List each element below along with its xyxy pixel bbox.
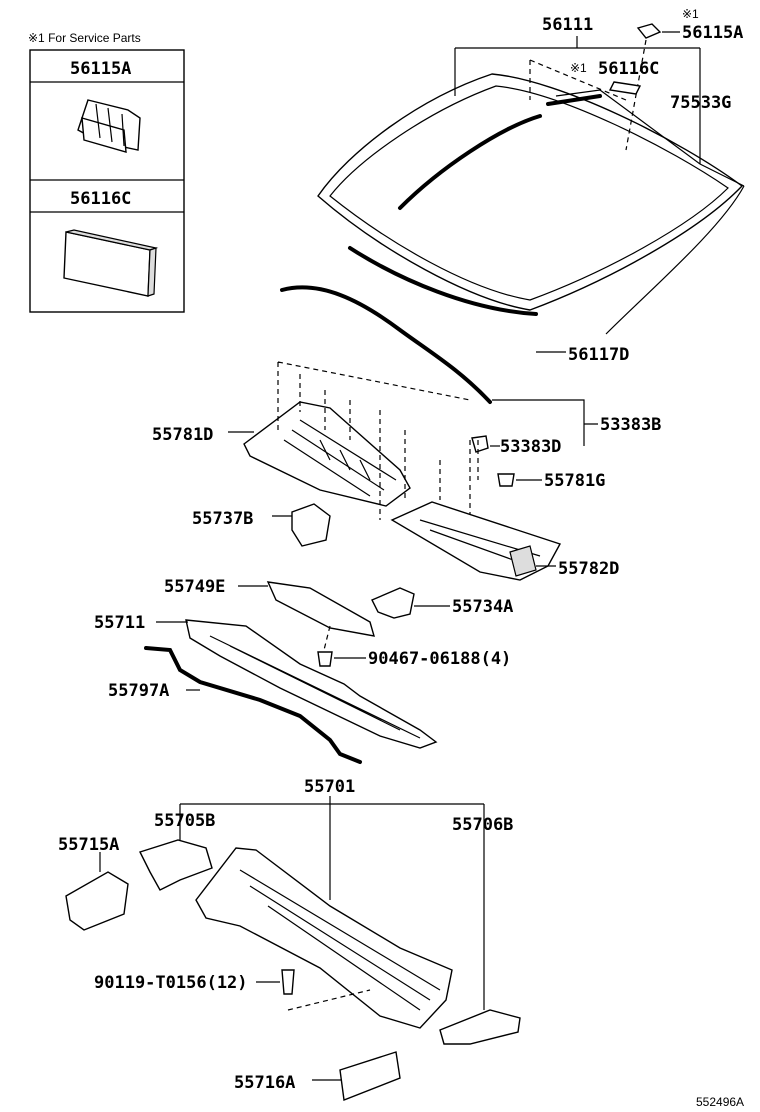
- label-55781g: 55781G: [544, 471, 605, 491]
- service-parts-box: ※1 For Service Parts 56115A 56116C: [28, 31, 185, 313]
- panel-55715a: [65, 871, 129, 931]
- seal-55797a: [144, 646, 362, 764]
- mark-56116c: ※1: [570, 61, 587, 75]
- clip-53383d: [471, 435, 489, 453]
- clip-56115a-illustration: [77, 99, 141, 153]
- label-75533g: 75533G: [670, 93, 731, 113]
- service-note: ※1 For Service Parts: [28, 31, 141, 45]
- bracket-55734a: [371, 587, 415, 619]
- label-56115a: 56115A: [682, 23, 743, 43]
- bracket-55705b: [139, 839, 213, 891]
- pad-56116c-illustration: [63, 229, 159, 297]
- figure-id: 552496A: [696, 1095, 744, 1109]
- panel-55716a: [339, 1051, 401, 1101]
- label-55705b: 55705B: [154, 811, 215, 831]
- label-56111: 56111: [542, 15, 593, 35]
- label-55737b: 55737B: [192, 509, 253, 529]
- label-90119: 90119-T0156(12): [94, 973, 248, 993]
- bracket-55737b: [291, 503, 331, 547]
- windshield-glass: [317, 73, 745, 335]
- clip-56115a: [636, 23, 662, 39]
- cover-55749e: [266, 581, 375, 637]
- label-55749e: 55749E: [164, 577, 225, 597]
- label-55734a: 55734A: [452, 597, 513, 617]
- service-part-56116c: 56116C: [70, 189, 131, 209]
- service-part-56115a: 56115A: [70, 59, 131, 79]
- cowl-louver-left-55781d: [243, 401, 411, 507]
- label-90467: 90467-06188(4): [368, 649, 511, 669]
- cowl-louver-right-55782d: [390, 501, 562, 581]
- label-55706b: 55706B: [452, 815, 513, 835]
- cowl-top-panel-55711: [185, 619, 438, 749]
- label-56117d: 56117D: [568, 345, 629, 365]
- label-55781d: 55781D: [152, 425, 213, 445]
- label-55701: 55701: [304, 777, 355, 797]
- pad-56116c: [608, 81, 642, 95]
- clip-90467: [317, 651, 333, 667]
- label-55797a: 55797A: [108, 681, 169, 701]
- label-55715a: 55715A: [58, 835, 119, 855]
- clip-55781g: [497, 473, 515, 487]
- label-55711: 55711: [94, 613, 145, 633]
- bracket-55706b: [439, 1009, 521, 1045]
- label-53383d: 53383D: [500, 437, 561, 457]
- label-55782d: 55782D: [558, 559, 619, 579]
- label-56116c: 56116C: [598, 59, 659, 79]
- seal-56117d: [280, 285, 492, 404]
- cowl-panel-55701: [195, 847, 453, 1029]
- label-53383b: 53383B: [600, 415, 661, 435]
- bolt-90119: [281, 969, 295, 995]
- mark-56115a: ※1: [682, 7, 699, 21]
- label-55716a: 55716A: [234, 1073, 295, 1093]
